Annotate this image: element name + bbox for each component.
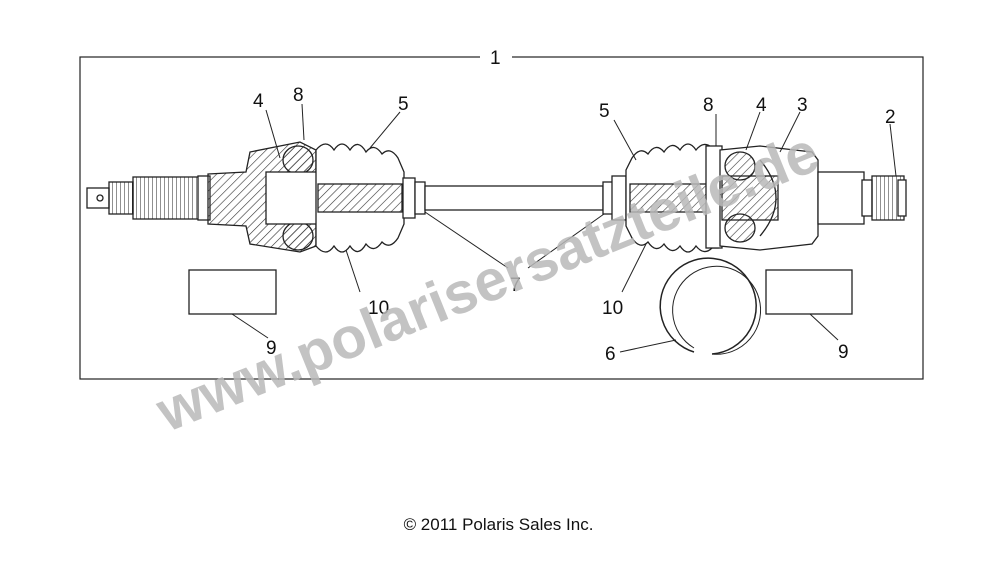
callout-8-right: 8 — [703, 95, 714, 116]
right-stub-tip — [897, 179, 907, 217]
left-clamp-ring — [414, 181, 426, 215]
left-boot-clamp — [402, 177, 416, 219]
circlip — [659, 257, 757, 355]
left-stub-hole — [96, 194, 104, 202]
left-stub-tip — [86, 187, 110, 209]
callout-4-left: 4 — [253, 91, 264, 112]
callout-9-right: 9 — [838, 342, 849, 363]
callout-4-right: 4 — [756, 95, 767, 116]
right-inner-shaft-hatch — [629, 183, 717, 213]
callouts: 1 4 8 5 10 7 5 10 8 4 3 2 9 9 6 — [253, 48, 896, 365]
left-cv-ball-bottom — [282, 221, 314, 251]
left-cv-cage — [265, 171, 319, 225]
callout-7: 7 — [510, 275, 521, 296]
right-cv-arc — [759, 159, 777, 237]
left-spline — [108, 181, 134, 215]
right-stub-body — [817, 171, 865, 225]
left-part-box — [188, 269, 277, 315]
axle-drawing — [86, 141, 907, 355]
left-cv-ball-top — [282, 145, 314, 175]
callout-5-right: 5 — [599, 101, 610, 122]
right-cv-cage — [721, 175, 779, 221]
callout-6: 6 — [605, 344, 616, 365]
leader-lines — [231, 55, 897, 353]
callout-8-left: 8 — [293, 85, 304, 106]
left-inner-shaft-hatch — [317, 183, 403, 213]
right-part-box — [765, 269, 853, 315]
callout-9-left: 9 — [266, 338, 277, 359]
callout-3: 3 — [797, 95, 808, 116]
main-shaft — [424, 185, 604, 211]
callout-1: 1 — [490, 48, 501, 69]
copyright-notice: © 2011 Polaris Sales Inc. — [403, 515, 594, 534]
left-spline-shaft — [132, 176, 200, 220]
right-stub-neck — [861, 179, 873, 217]
callout-2: 2 — [885, 107, 896, 128]
callout-5-left: 5 — [398, 94, 409, 115]
circlip-inner — [672, 265, 762, 355]
callout-10-left: 10 — [368, 298, 389, 319]
callout-10-right: 10 — [602, 298, 623, 319]
